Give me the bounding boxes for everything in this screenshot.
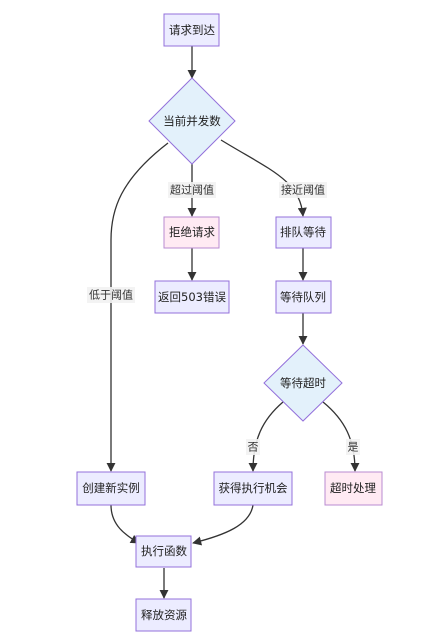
node-request-arrive-label: 请求到达 bbox=[169, 23, 215, 37]
node-get-exec-chance-label: 获得执行机会 bbox=[219, 481, 288, 495]
node-execute-function: 执行函数 bbox=[135, 535, 192, 568]
edge-concurrency-to-create bbox=[106, 142, 169, 472]
node-wait-queue-label: 等待队列 bbox=[280, 290, 326, 304]
edge-concurrency-to-queue bbox=[220, 139, 307, 217]
edge-labels: 超过阈值 接近阈值 低于阈值 否 是 bbox=[87, 182, 360, 455]
node-wait-timeout-label: 等待超时 bbox=[280, 376, 326, 390]
edge-timeout-to-timeouthandle bbox=[322, 401, 360, 472]
node-queue-wait: 排队等待 bbox=[275, 216, 332, 249]
label-exceed-threshold: 超过阈值 bbox=[170, 183, 214, 197]
node-wait-timeout: 等待超时 bbox=[263, 344, 343, 422]
node-timeout-handle-label: 超时处理 bbox=[330, 481, 376, 495]
node-release-resource-label: 释放资源 bbox=[141, 608, 187, 622]
node-reject-request: 拒绝请求 bbox=[163, 216, 220, 249]
node-reject-request-label: 拒绝请求 bbox=[169, 225, 215, 239]
node-current-concurrency-label: 当前并发数 bbox=[163, 114, 221, 128]
edge-chance-to-execute bbox=[192, 504, 254, 546]
node-get-exec-chance: 获得执行机会 bbox=[213, 471, 293, 506]
node-create-instance: 创建新实例 bbox=[76, 471, 146, 506]
edge-create-to-execute bbox=[110, 504, 140, 544]
label-below-threshold: 低于阈值 bbox=[89, 288, 133, 302]
label-yes: 是 bbox=[348, 441, 359, 454]
node-wait-queue: 等待队列 bbox=[275, 280, 332, 314]
node-return-503: 返回503错误 bbox=[154, 280, 230, 314]
node-timeout-handle: 超时处理 bbox=[324, 471, 383, 506]
node-queue-wait-label: 排队等待 bbox=[280, 225, 326, 239]
node-current-concurrency: 当前并发数 bbox=[148, 77, 236, 165]
edges bbox=[106, 46, 360, 599]
node-create-instance-label: 创建新实例 bbox=[82, 481, 140, 495]
node-release-resource: 释放资源 bbox=[135, 598, 192, 632]
edge-timeout-to-chance bbox=[248, 401, 284, 472]
node-request-arrive: 请求到达 bbox=[163, 13, 220, 47]
node-execute-function-label: 执行函数 bbox=[141, 544, 187, 558]
node-return-503-label: 返回503错误 bbox=[158, 290, 226, 304]
label-no: 否 bbox=[248, 441, 259, 454]
label-near-threshold: 接近阈值 bbox=[281, 183, 325, 197]
